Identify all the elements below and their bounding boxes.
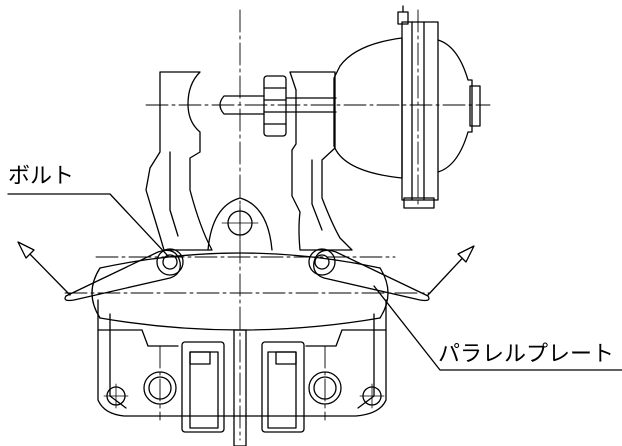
left-pin — [148, 376, 172, 400]
leader-lines — [7, 193, 622, 371]
right-pin — [313, 376, 337, 400]
housing-outline — [97, 299, 387, 417]
adjuster-rod — [219, 95, 265, 115]
movement-arrows — [17, 241, 475, 296]
left-pad-clip — [189, 351, 211, 365]
housing-shoulder-right — [305, 329, 387, 347]
plate-upper-arc — [99, 252, 381, 269]
bolt-label: ボルト — [8, 164, 75, 189]
right-arrow-head — [457, 245, 475, 263]
right-bolt-outer — [308, 248, 336, 276]
upper-frame — [145, 71, 353, 251]
right-pad-frame — [261, 341, 305, 433]
diaphragm-actuator — [333, 5, 481, 209]
bottom-bolt — [403, 197, 435, 209]
left-arrow-head — [17, 241, 35, 259]
adjuster — [219, 75, 337, 137]
actuator-knob — [469, 85, 481, 127]
plate-left-end — [91, 267, 101, 319]
center-lines — [64, 9, 491, 441]
right-bolt-inner — [314, 254, 330, 270]
left-bolt-inner — [162, 254, 178, 270]
right-yoke — [289, 71, 353, 251]
actuator-cap — [437, 39, 473, 173]
center-boss — [207, 197, 273, 251]
right-pad-clip — [275, 351, 297, 365]
right-yoke-inner-edge — [311, 159, 323, 231]
actuator-rim — [401, 21, 439, 201]
left-pin-ring — [143, 371, 177, 405]
housing — [97, 299, 387, 417]
left-pad-frame — [181, 341, 225, 433]
actuator-dome — [333, 37, 403, 179]
housing-shoulder-left — [97, 329, 179, 347]
left-yoke-inner-edge — [169, 151, 179, 237]
plate-bolts — [156, 248, 336, 276]
parallel-plate-label: パラレルプレート — [438, 342, 615, 367]
bolt-leader — [7, 193, 169, 257]
right-parallel-plate — [313, 249, 430, 302]
right-pin-ring — [308, 371, 342, 405]
nut-stack — [263, 75, 287, 137]
plate-leader — [373, 285, 622, 371]
left-bolt-outer — [156, 248, 184, 276]
plate-lower-arc — [99, 317, 381, 331]
left-yoke — [145, 71, 213, 251]
brake-pads — [181, 329, 305, 446]
